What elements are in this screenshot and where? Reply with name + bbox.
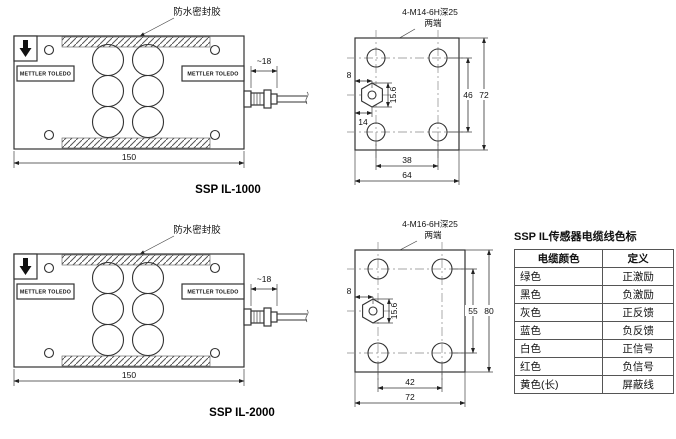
dim-hole-spacing-v: 55	[452, 268, 481, 354]
table-row: 蓝色 负反馈	[513, 321, 674, 340]
seal-hatch-bottom	[61, 137, 211, 149]
dim-width: 72	[354, 372, 466, 407]
load-cell-body	[13, 35, 245, 150]
cable-color-cell: 灰色	[513, 303, 604, 322]
seal-hatch-top	[61, 254, 211, 266]
cable-entry-hex	[361, 82, 383, 108]
dim-edge-offset: 8	[347, 286, 374, 304]
svg-text:8: 8	[347, 70, 352, 80]
svg-text:64: 64	[402, 170, 412, 180]
col-header-cable-color: 电缆颜色	[513, 249, 604, 268]
seal-hatch-bottom	[61, 355, 211, 367]
dim-connector-length: ~18	[250, 55, 278, 88]
brand-plates: METTLER TOLEDO METTLER TOLEDO	[16, 65, 245, 82]
svg-text:15.6: 15.6	[389, 302, 399, 319]
flexure-cutouts	[91, 43, 165, 139]
cable-connector	[243, 89, 309, 109]
cable-color-cell: 绿色	[513, 267, 604, 286]
definition-cell: 正激励	[602, 267, 674, 286]
both-ends-label: 两端	[424, 230, 442, 240]
dim-text-length: 150	[122, 370, 136, 380]
cable-connector	[243, 307, 309, 327]
table-row: 绿色 正激励	[513, 267, 674, 286]
table-row: 灰色 正反馈	[513, 303, 674, 322]
svg-text:80: 80	[484, 306, 494, 316]
dim-text-cable: ~18	[257, 56, 272, 66]
figure-title-il1000: SSP IL-1000	[195, 184, 261, 196]
brand-label-right: METTLER TOLEDO	[187, 72, 238, 78]
cable-color-cell: 黄色(长)	[513, 375, 604, 394]
end-view-il2000: 4-M16-6H深25 两端 8 15.6 55	[347, 219, 497, 407]
svg-text:46: 46	[463, 90, 473, 100]
dim-hole-spacing-v: 46	[447, 57, 476, 133]
dim-connector-length: ~18	[250, 273, 278, 306]
definition-cell: 屏蔽线	[602, 375, 674, 394]
definition-cell: 正反馈	[602, 303, 674, 322]
thread-spec-label: 4-M16-6H深25	[402, 219, 458, 229]
dim-body-length: 150	[13, 151, 245, 168]
seal-label: 防水密封胶	[173, 224, 221, 236]
table-header-row: 电缆颜色 定义	[513, 249, 674, 268]
dim-hole-spacing-h: 42	[377, 363, 443, 392]
load-direction-arrow-icon	[13, 35, 38, 62]
thread-spec-label: 4-M14-6H深25	[402, 7, 458, 17]
brand-label-right: METTLER TOLEDO	[187, 290, 238, 296]
cable-color-cell: 蓝色	[513, 321, 604, 340]
mounting-holes-side	[43, 44, 221, 141]
svg-text:72: 72	[479, 90, 489, 100]
table-row: 黄色(长) 屏蔽线	[513, 375, 674, 394]
svg-text:55: 55	[468, 306, 478, 316]
table-row: 白色 正信号	[513, 339, 674, 358]
seal-hatch-top	[61, 36, 211, 48]
dim-text-cable: ~18	[257, 274, 272, 284]
load-direction-arrow-icon	[13, 253, 38, 280]
brand-label-left: METTLER TOLEDO	[20, 72, 71, 78]
seal-leader-line	[139, 17, 175, 37]
svg-text:14: 14	[358, 117, 368, 127]
dim-edge-offset: 8	[347, 70, 373, 88]
definition-cell: 正信号	[602, 339, 674, 358]
svg-text:42: 42	[405, 377, 415, 387]
end-view-il1000: 4-M14-6H深25 两端 8 15.6 14	[347, 7, 492, 185]
side-view-il2000: 防水密封胶 METTLER TOLEDO METTLER TOLEDO	[13, 224, 309, 386]
definition-cell: 负反馈	[602, 321, 674, 340]
cable-color-cell: 黑色	[513, 285, 604, 304]
both-ends-label: 两端	[424, 18, 442, 28]
definition-cell: 负信号	[602, 357, 674, 376]
side-view-il1000: 防水密封胶 METTLER TOLEDO METTLER TOLEDO	[13, 6, 309, 168]
brand-plates: METTLER TOLEDO METTLER TOLEDO	[16, 283, 245, 300]
brand-label-left: METTLER TOLEDO	[20, 290, 71, 296]
dim-height: 72	[459, 37, 492, 151]
dim-body-length: 150	[13, 369, 245, 386]
table-row: 黑色 负激励	[513, 285, 674, 304]
load-cell-body	[13, 253, 245, 368]
definition-cell: 负激励	[602, 285, 674, 304]
dim-width: 64	[354, 150, 460, 185]
table-row: 红色 负信号	[513, 357, 674, 376]
mounting-holes-side	[43, 262, 221, 359]
dim-text-length: 150	[122, 152, 136, 162]
figure-title-il2000: SSP IL-2000	[209, 407, 275, 419]
cable-color-cell: 红色	[513, 357, 604, 376]
dim-height: 80	[465, 249, 497, 373]
seal-leader-line	[139, 235, 175, 255]
dim-hex-width: 15.6	[373, 298, 399, 324]
svg-text:38: 38	[402, 155, 412, 165]
cable-color-table-section: SSP IL传感器电缆线色标 电缆颜色 定义 绿色 正激励 黑色 负激励 灰色	[513, 228, 674, 394]
cable-table-title: SSP IL传感器电缆线色标	[514, 231, 637, 243]
seal-label: 防水密封胶	[173, 6, 221, 18]
cable-color-cell: 白色	[513, 339, 604, 358]
dim-hex-width: 15.6	[372, 82, 398, 108]
dim-hex-offset: 14	[354, 107, 373, 127]
svg-text:15.6: 15.6	[388, 86, 398, 103]
svg-text:72: 72	[405, 392, 415, 402]
cable-color-table: 电缆颜色 定义 绿色 正激励 黑色 负激励 灰色 正反馈 蓝色	[513, 249, 674, 394]
svg-text:8: 8	[347, 286, 352, 296]
dim-hole-spacing-h: 38	[375, 141, 439, 170]
col-header-definition: 定义	[602, 249, 674, 268]
flexure-cutouts	[91, 261, 165, 357]
